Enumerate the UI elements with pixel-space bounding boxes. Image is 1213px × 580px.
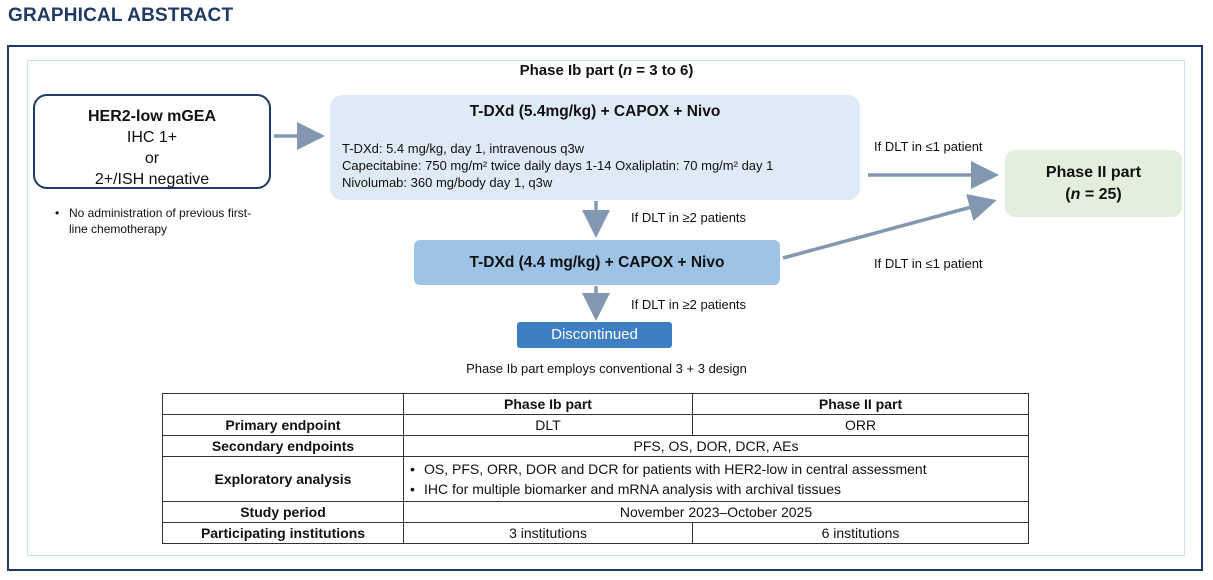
exploratory-item-1: •OS, PFS, ORR, DOR and DCR for patients …	[410, 461, 927, 477]
population-title: HER2-low mGEA	[87, 108, 216, 125]
endpoints-table: Phase Ib part Phase II part Primary endp…	[162, 393, 1029, 544]
table-row: Exploratory analysis •OS, PFS, ORR, DOR …	[162, 456, 1029, 502]
population-line-1: IHC 1+	[126, 129, 178, 146]
table-row: Study period November 2023–October 2025	[162, 501, 1029, 523]
regimen-5-4-line-nivo: Nivolumab: 360 mg/body day 1, q3w	[342, 175, 553, 190]
phase-ii-box: Phase II part (n = 25)	[1005, 150, 1182, 217]
cell-institutions-ib: 3 institutions	[403, 522, 693, 544]
phase-ii-n: (n = 25)	[1065, 186, 1122, 203]
col-header-phase-ii: Phase II part	[692, 393, 1029, 415]
regimen-5-4-line-tdxd: T-DXd: 5.4 mg/kg, day 1, intravenous q3w	[342, 141, 585, 156]
cell-institutions-ii: 6 institutions	[692, 522, 1029, 544]
cell-primary-ii: ORR	[692, 414, 1029, 436]
outer-frame	[7, 45, 1203, 571]
row-header-institutions: Participating institutions	[162, 522, 404, 544]
regimen-5-4-title: T-DXd (5.4mg/kg) + CAPOX + Nivo	[469, 103, 721, 120]
row-header-secondary: Secondary endpoints	[162, 435, 404, 457]
row-header-primary: Primary endpoint	[162, 414, 404, 436]
cell-primary-ib: DLT	[403, 414, 693, 436]
regimen-5-4-line-capox: Capecitabine: 750 mg/m² twice daily days…	[342, 158, 774, 173]
regimen-4-4-box: T-DXd (4.4 mg/kg) + CAPOX + Nivo	[414, 240, 780, 285]
label-dlt-le1-top: If DLT in ≤1 patient	[874, 139, 983, 154]
table-corner-cell	[162, 393, 404, 415]
table-row: Phase Ib part Phase II part	[162, 393, 1029, 415]
cell-secondary: PFS, OS, DOR, DCR, AEs	[403, 435, 1029, 457]
population-line-2: or	[144, 150, 160, 167]
discontinued-box: Discontinued	[517, 322, 672, 348]
inner-frame	[27, 60, 1185, 556]
cell-exploratory: •OS, PFS, ORR, DOR and DCR for patients …	[403, 456, 1029, 502]
row-header-exploratory: Exploratory analysis	[162, 456, 404, 502]
design-note: Phase Ib part employs conventional 3 + 3…	[466, 361, 747, 376]
label-dlt-ge2-bottom: If DLT in ≥2 patients	[631, 297, 747, 312]
phase-ii-title: Phase II part	[1045, 164, 1142, 181]
note-bullet: •	[55, 206, 60, 220]
label-dlt-le1-bottom: If DLT in ≤1 patient	[874, 256, 983, 271]
row-header-study-period: Study period	[162, 501, 404, 523]
arrow-regimen2-to-phase2	[782, 193, 997, 260]
cell-study-period: November 2023–October 2025	[403, 501, 1029, 523]
col-header-phase-ib: Phase Ib part	[403, 393, 693, 415]
label-dlt-ge2-top: If DLT in ≥2 patients	[631, 210, 747, 225]
population-box: HER2-low mGEA IHC 1+ or 2+/ISH negative	[33, 94, 271, 189]
regimen-5-4-box: T-DXd (5.4mg/kg) + CAPOX + Nivo T-DXd: 5…	[330, 95, 860, 200]
exploratory-item-2: •IHC for multiple biomarker and mRNA ana…	[410, 481, 842, 497]
phase-ib-title: Phase Ib part (n = 3 to 6)	[519, 62, 694, 79]
table-row: Participating institutions 3 institution…	[162, 522, 1029, 544]
population-line-3: 2+/ISH negative	[94, 171, 210, 188]
table-row: Primary endpoint DLT ORR	[162, 414, 1029, 436]
note-text: No administration of previous first-line…	[69, 206, 252, 236]
table-row: Secondary endpoints PFS, OS, DOR, DCR, A…	[162, 435, 1029, 457]
graphical-abstract-heading: GRAPHICAL ABSTRACT	[8, 5, 234, 26]
